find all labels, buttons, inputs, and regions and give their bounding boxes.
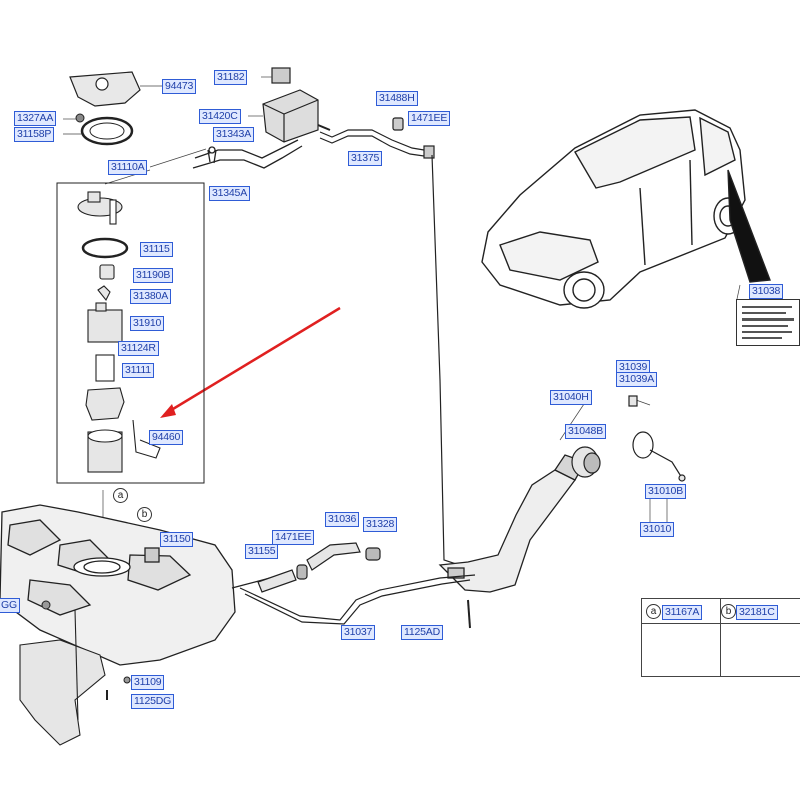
part-label-32181C[interactable]: 32181C (736, 605, 778, 620)
filler-neck (438, 454, 586, 593)
part-label-31038[interactable]: 31038 (749, 284, 784, 299)
decal-line (742, 331, 792, 333)
decal-line (742, 318, 794, 321)
part-label-31037[interactable]: 31037 (341, 625, 376, 640)
part-label-1471EE-top[interactable]: 1471EE (408, 111, 451, 126)
part-label-31010B[interactable]: 31010B (645, 484, 687, 499)
part-label-31048B[interactable]: 31048B (565, 424, 607, 439)
cover-plate (69, 71, 162, 107)
vapor-lines (192, 139, 303, 169)
part-label-31328[interactable]: 31328 (363, 517, 398, 532)
car-illustration (481, 109, 771, 309)
part-label-31115[interactable]: 31115 (140, 242, 173, 257)
legend-divider (720, 599, 721, 676)
part-label-94460[interactable]: 94460 (149, 430, 184, 445)
part-label-31488H[interactable]: 31488H (376, 91, 418, 106)
part-label-31182[interactable]: 31182 (214, 70, 248, 85)
part-label-31343A[interactable]: 31343A (213, 127, 255, 142)
part-label-31345A[interactable]: 31345A (209, 186, 251, 201)
fuel-decal (736, 299, 800, 346)
lock-ring (75, 113, 134, 146)
part-label-31040H[interactable]: 31040H (550, 390, 592, 405)
part-label-1125AD[interactable]: 1125AD (401, 625, 443, 640)
part-label-31111[interactable]: 31111 (122, 363, 154, 378)
part-label-31420C[interactable]: 31420C (199, 109, 241, 124)
hose-31375 (319, 117, 435, 159)
decal-line (742, 337, 782, 339)
part-label-GG[interactable]: GG (0, 598, 20, 613)
heat-shield (19, 609, 106, 746)
legend-callout-a: a (646, 604, 661, 619)
highlight-arrow (160, 306, 341, 418)
part-label-1327AA[interactable]: 1327AA (14, 111, 57, 126)
part-label-31109[interactable]: 31109 (131, 675, 165, 690)
decal-line (742, 306, 792, 308)
filler-cap (571, 395, 686, 482)
legend-callout-b: b (721, 604, 736, 619)
part-label-31039A[interactable]: 31039A (616, 372, 658, 387)
part-label-31158P[interactable]: 31158P (14, 127, 55, 142)
part-label-1125DG[interactable]: 1125DG (131, 694, 175, 709)
part-label-31150[interactable]: 31150 (160, 532, 194, 547)
part-label-31110A[interactable]: 31110A (108, 160, 148, 175)
callout-b: b (137, 507, 152, 522)
part-label-94473[interactable]: 94473 (162, 79, 197, 94)
part-label-31910[interactable]: 31910 (130, 316, 165, 331)
part-label-31124R[interactable]: 31124R (118, 341, 159, 356)
part-label-31375[interactable]: 31375 (348, 151, 383, 166)
connecting-hoses (239, 542, 476, 625)
callout-a: a (113, 488, 128, 503)
part-label-31190B[interactable]: 31190B (133, 268, 174, 283)
part-label-31036[interactable]: 31036 (325, 512, 360, 527)
part-label-31167A[interactable]: 31167A (662, 605, 703, 620)
part-label-31155[interactable]: 31155 (245, 544, 279, 559)
decal-line (742, 325, 788, 327)
decal-line (742, 312, 786, 314)
pump-module-box (56, 182, 205, 484)
part-label-1471EE-mid[interactable]: 1471EE (272, 530, 315, 545)
part-label-31010[interactable]: 31010 (640, 522, 675, 537)
part-label-31380A[interactable]: 31380A (130, 289, 172, 304)
fuel-tank (0, 504, 271, 666)
bolts (41, 599, 471, 700)
legend-divider (642, 623, 800, 624)
canister (262, 67, 331, 143)
pump-components (77, 191, 161, 473)
vent-line (431, 154, 463, 567)
